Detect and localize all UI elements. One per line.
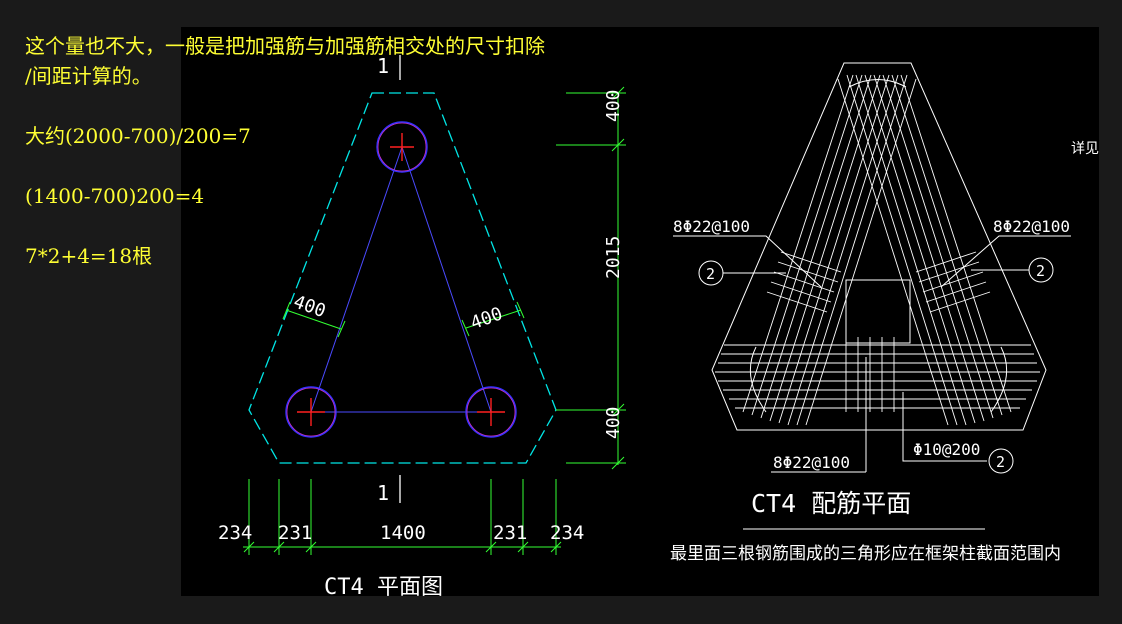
rebar-band-bottom <box>715 344 1040 409</box>
dim-side-right-label: 400 <box>468 303 506 334</box>
column-section <box>845 279 911 344</box>
right-drawing-caption: 最里面三根钢筋围成的三角形应在框架柱截面范围内 <box>670 544 1061 564</box>
rebar-band-right <box>837 74 1012 426</box>
right-drawing-title: CT4 配筋平面 <box>751 489 911 518</box>
leader-rebar-left <box>673 235 822 288</box>
dim-side-right <box>461 301 525 337</box>
stirrup-label: Φ10@200 <box>913 440 980 459</box>
pile-center-triangle <box>310 145 492 413</box>
note-line-4: (1400-700)200=4 <box>25 184 205 208</box>
note-blank-1: ​ <box>25 91 545 121</box>
note-line-5: 7*2+4=18根 <box>25 244 153 268</box>
pile-right <box>465 386 517 438</box>
dim-bottom-chain <box>243 479 562 555</box>
rebar-band-left <box>742 74 917 426</box>
rebar-left-label: 8Φ22@100 <box>673 217 750 236</box>
pile-left <box>285 386 337 438</box>
rebar-ticks-right <box>915 251 991 313</box>
dim-bottom-5: 234 <box>550 522 584 544</box>
note-line-2: /间距计算的。 <box>25 64 152 88</box>
leader-rebar-right <box>940 235 1071 288</box>
bubble-right-label: 2 <box>1036 262 1045 280</box>
note-blank-2: ​ <box>25 151 545 181</box>
leader-stirrup-label <box>902 392 987 462</box>
rebar-ticks-bottom <box>845 337 895 412</box>
left-drawing-title: CT4 平面图 <box>324 575 443 596</box>
bubble-bottom-label: 2 <box>996 453 1005 471</box>
pile-cap-outline <box>248 92 557 464</box>
dim-right-bot-label: 400 <box>603 406 624 439</box>
dim-bottom-1: 234 <box>218 522 252 544</box>
rebar-bottom-label: 8Φ22@100 <box>773 453 850 472</box>
dim-right-chain <box>556 86 626 470</box>
dim-bottom-4: 231 <box>493 522 527 544</box>
section-mark-top: 1 <box>377 54 389 78</box>
dim-side-left <box>282 301 346 338</box>
rebar-ticks-left <box>766 251 842 313</box>
dim-bottom-2: 231 <box>278 522 312 544</box>
bubble-left-label: 2 <box>706 265 715 283</box>
dim-right-mid-label: 2015 <box>603 236 624 279</box>
note-blank-3: ​ <box>25 211 545 241</box>
bubble-bottom <box>988 448 1014 474</box>
anchor-arc-top <box>848 79 907 88</box>
dim-bottom-3: 1400 <box>380 522 426 544</box>
pile-top <box>376 121 428 173</box>
anchor-arc-right <box>990 346 1008 413</box>
dim-right-top-label: 400 <box>603 89 624 122</box>
side-note: 详见平 <box>1071 141 1099 157</box>
anchor-arc-left <box>749 346 767 413</box>
section-mark-bottom: 1 <box>377 481 389 505</box>
rebar-right-label: 8Φ22@100 <box>993 217 1070 236</box>
right-drawing: 8Φ22@100 8Φ22@100 2 2 8Φ22@100 Φ10@200 2… <box>670 62 1113 564</box>
annotation-note: 这个量也不大，一般是把加强筋与加强筋相交处的尺寸扣除 /间距计算的。 ​ 大约(… <box>25 31 545 271</box>
cad-drawing-canvas: 1 1 400 <box>181 27 1113 600</box>
note-line-1: 这个量也不大，一般是把加强筋与加强筋相交处的尺寸扣除 <box>25 34 545 58</box>
note-line-3: 大约(2000-700)/200=7 <box>25 124 251 148</box>
dim-side-left-label: 400 <box>291 291 329 322</box>
cap-outline-reinforced <box>711 62 1047 431</box>
left-drawing: 1 1 400 <box>218 54 626 600</box>
